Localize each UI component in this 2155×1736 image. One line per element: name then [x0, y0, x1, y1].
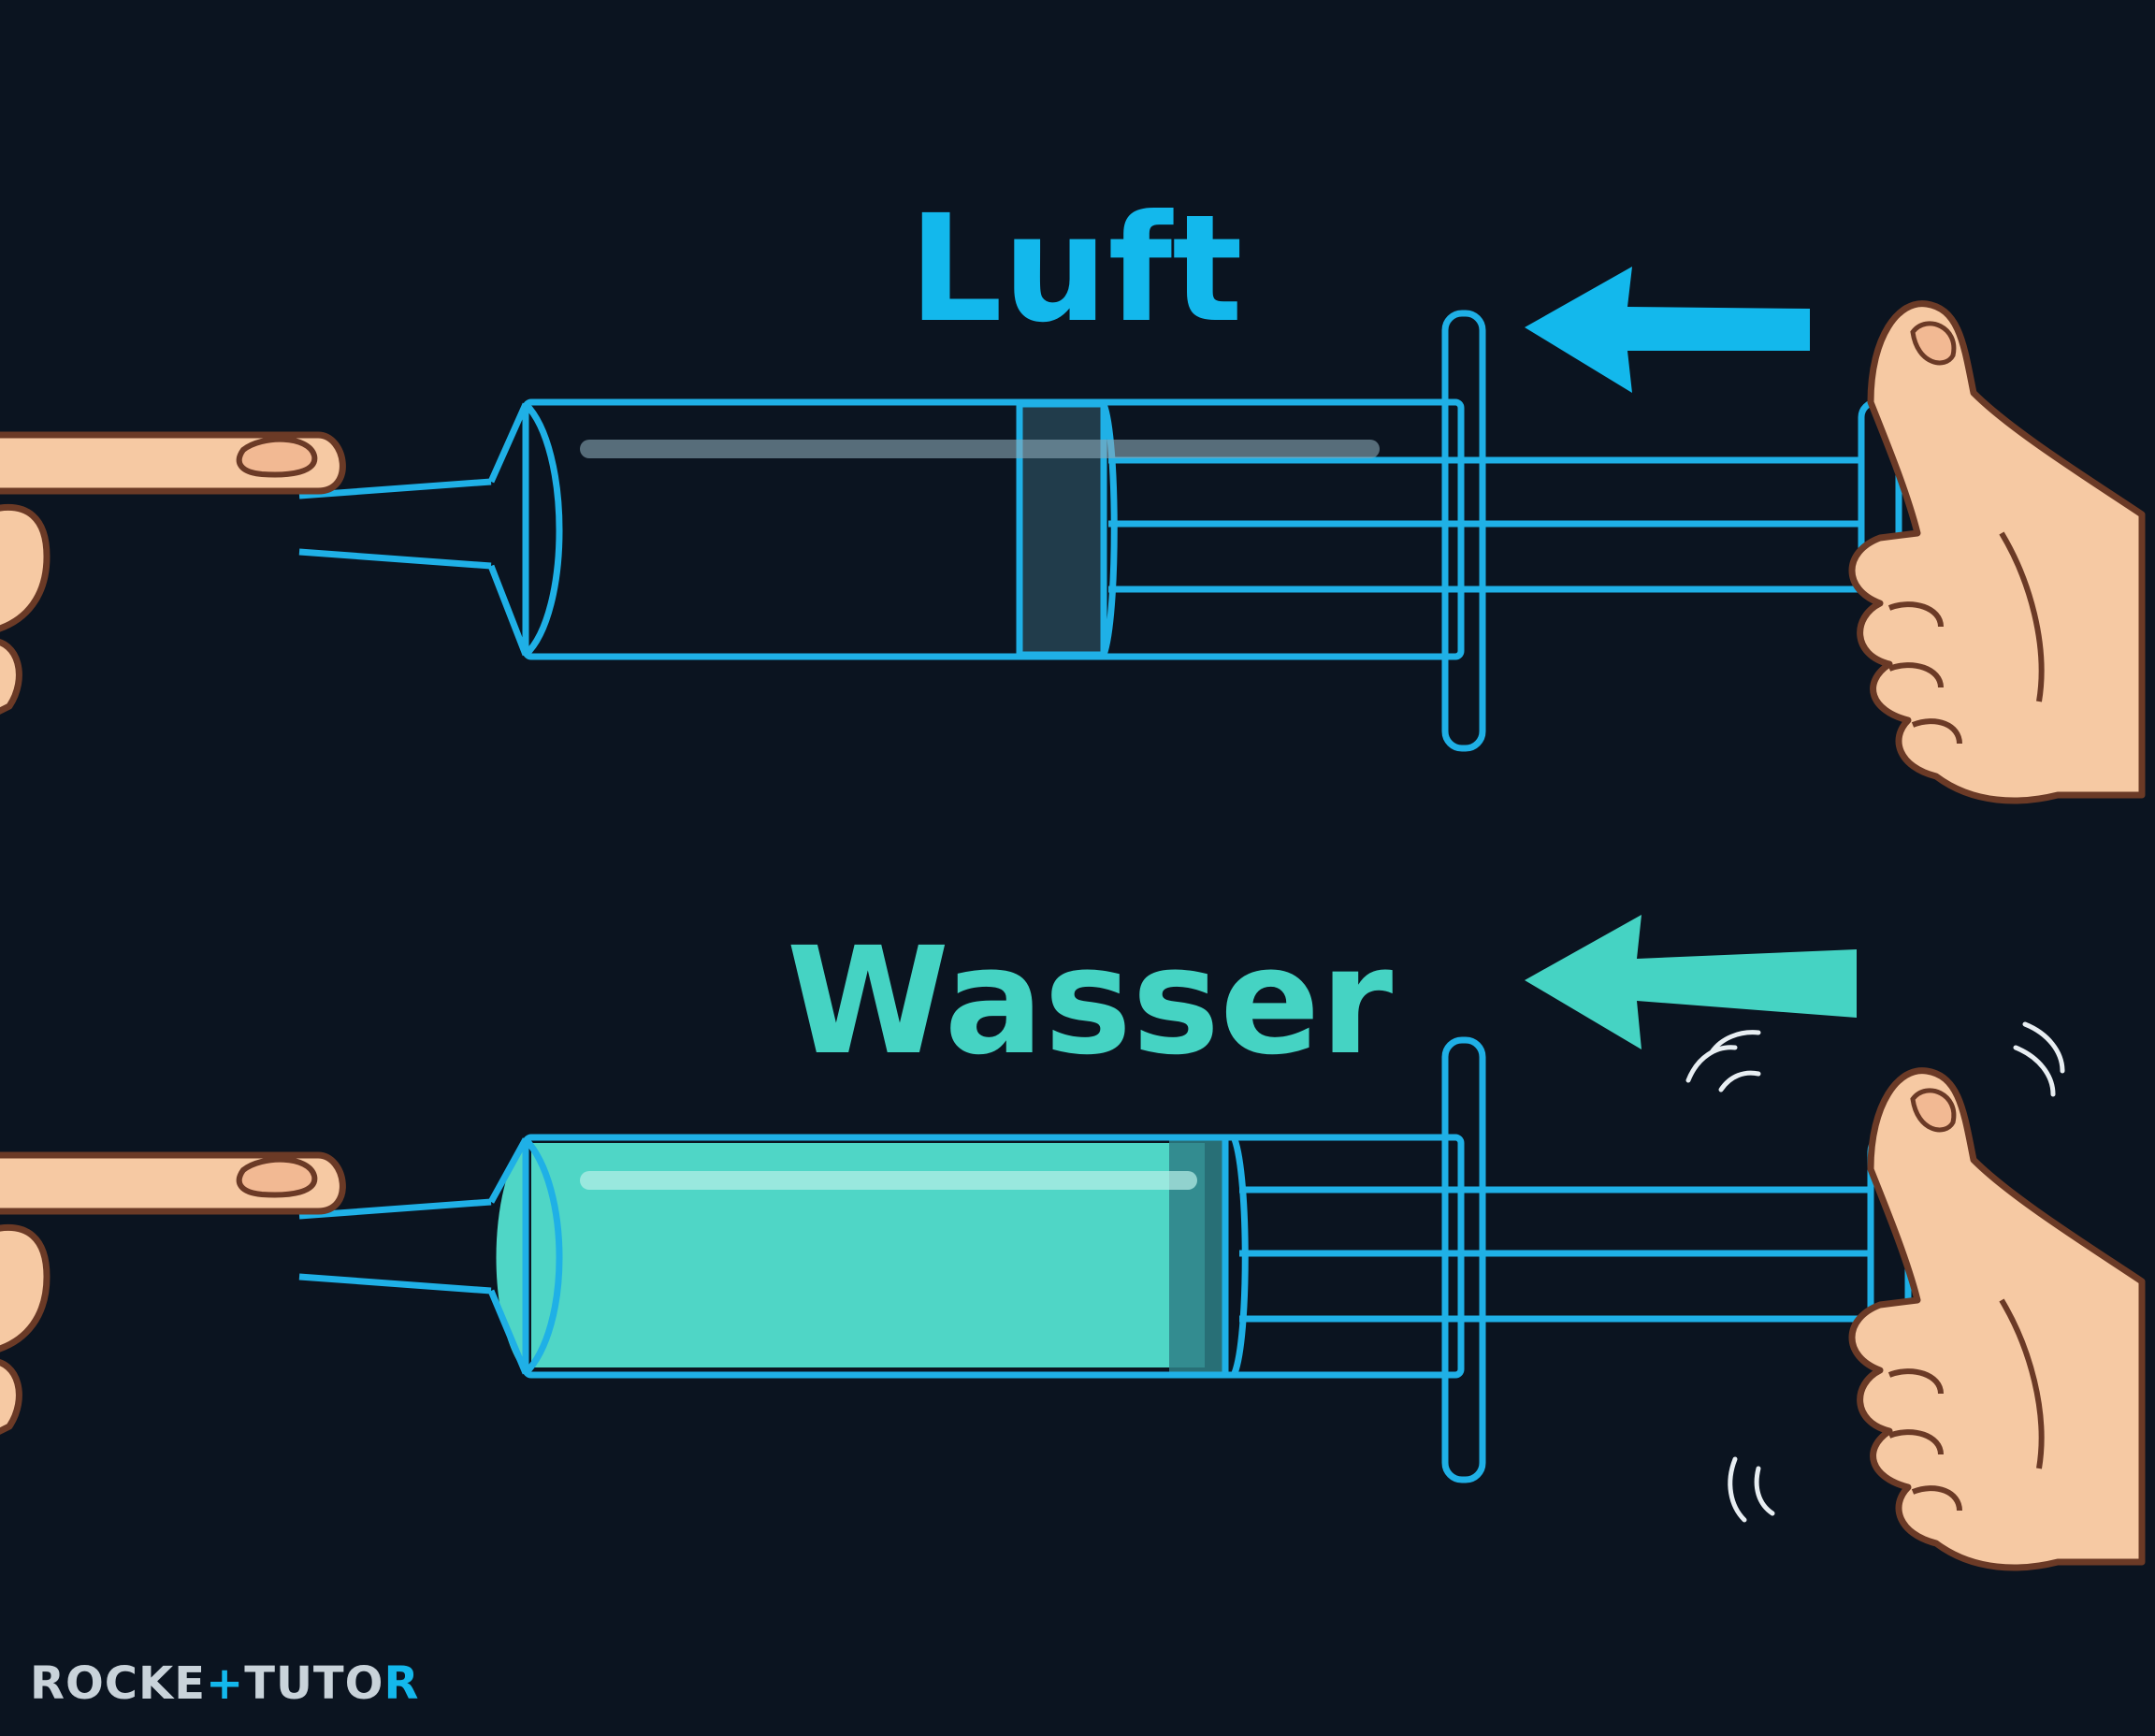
logo-text-mid: TUTO — [244, 1657, 383, 1710]
arrow-left-air-icon — [1525, 267, 1810, 393]
water-syringe — [298, 1036, 1912, 1483]
left-hand-top — [0, 435, 342, 716]
label-air: Luft — [908, 183, 1242, 355]
water-barrel-highlight — [580, 1171, 1197, 1190]
logo-text-right: R — [383, 1657, 419, 1710]
label-water: Wasser — [787, 916, 1394, 1088]
brand-logo: ROCKE+TUTOR — [30, 1657, 419, 1710]
air-barrel-highlight — [580, 440, 1380, 458]
left-hand-bottom — [0, 1155, 342, 1436]
arrow-left-water-icon — [1525, 915, 1857, 1049]
right-hand-top — [1852, 304, 2142, 801]
logo-text-left: ROCKE — [30, 1657, 206, 1710]
logo-plus-icon: + — [206, 1657, 244, 1710]
svg-text:ROCKE+TUTOR: ROCKE+TUTOR — [30, 1657, 419, 1710]
air-syringe-group: Luft — [298, 183, 1902, 752]
right-hand-bottom — [1852, 1071, 2142, 1568]
air-syringe — [298, 310, 1902, 752]
water-syringe-group: Wasser — [298, 915, 2065, 1523]
shake-marks-icon — [1685, 1021, 2065, 1523]
